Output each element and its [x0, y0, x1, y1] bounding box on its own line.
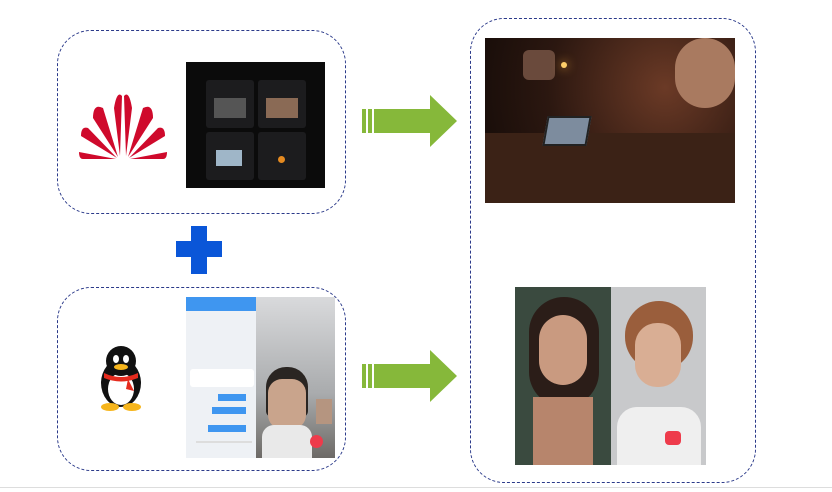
qq-video-call	[256, 297, 335, 458]
huawei-feature-screenshot	[186, 62, 325, 188]
video-call-photo-right	[611, 287, 706, 465]
huawei-logo	[79, 94, 167, 159]
arrow-right-icon	[362, 95, 457, 147]
qq-penguin-logo	[101, 346, 141, 411]
qq-group	[57, 287, 346, 471]
end-call-icon	[665, 431, 681, 445]
divider	[0, 487, 832, 488]
end-call-icon	[310, 435, 323, 448]
foldable-phone-video-call-photo	[485, 38, 735, 203]
plus-icon-vertical	[191, 226, 207, 274]
arrow-right-icon	[362, 350, 457, 402]
video-call-photo-left	[515, 287, 611, 465]
huawei-group	[57, 30, 346, 214]
qq-chat-screenshot	[186, 297, 256, 458]
result-group	[470, 18, 756, 483]
